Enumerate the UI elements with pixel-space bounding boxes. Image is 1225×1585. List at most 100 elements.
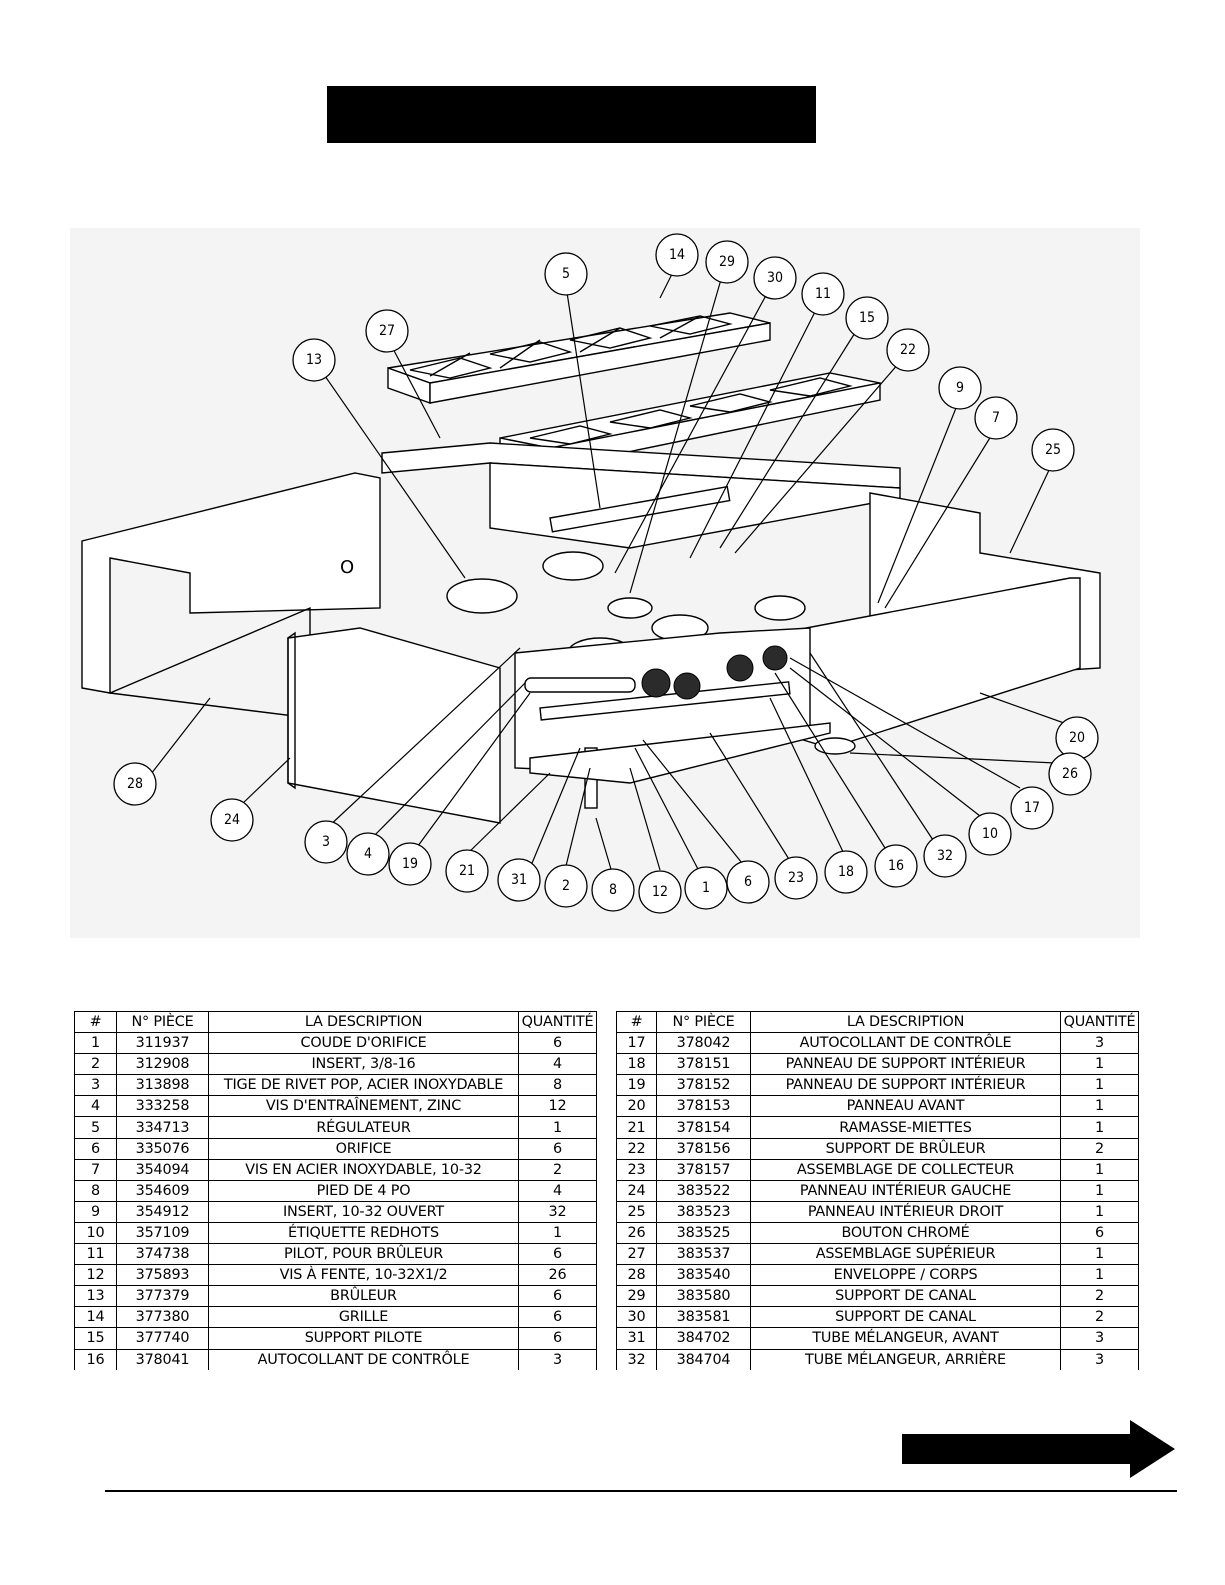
cell-number: 25	[616, 1200, 657, 1223]
cell-part-number: 378042	[656, 1032, 751, 1054]
callout-21: 21	[445, 849, 489, 893]
cell-part-number: 334713	[116, 1116, 209, 1139]
cell-quantity: 32	[518, 1200, 597, 1223]
cell-number: 1	[74, 1032, 117, 1054]
exploded-diagram-svg: O	[70, 228, 1140, 938]
cell-quantity: 1	[1060, 1200, 1139, 1223]
cell-quantity: 4	[518, 1179, 597, 1202]
header-number: #	[616, 1010, 657, 1034]
callout-28: 28	[113, 762, 157, 806]
cell-description: VIS EN ACIER INOXYDABLE, 10-32	[208, 1158, 519, 1181]
cell-quantity: 3	[1060, 1327, 1139, 1349]
cell-quantity: 3	[518, 1348, 597, 1370]
callout-4: 4	[346, 832, 390, 876]
header-quantity: QUANTITÉ	[518, 1010, 597, 1034]
cell-part-number: 375893	[116, 1264, 209, 1286]
cell-quantity: 6	[1060, 1221, 1139, 1244]
callout-label: 19	[402, 856, 418, 872]
header-part-number: N° PIÈCE	[656, 1010, 751, 1034]
manifold-assembly	[514, 627, 856, 809]
cell-number: 18	[616, 1053, 657, 1075]
cell-number: 8	[74, 1179, 117, 1202]
cell-part-number: 384702	[656, 1327, 751, 1349]
cell-description: RÉGULATEUR	[208, 1116, 519, 1139]
cell-part-number: 377379	[116, 1285, 209, 1307]
cell-part-number: 354609	[116, 1179, 209, 1202]
callout-label: 26	[1062, 766, 1078, 782]
cell-number: 16	[74, 1348, 117, 1370]
cell-description: BOUTON CHROMÉ	[750, 1221, 1061, 1244]
callout-17: 17	[1010, 786, 1054, 830]
cell-part-number: 383540	[656, 1264, 751, 1286]
callout-25: 25	[1031, 428, 1075, 472]
next-page-arrow-icon[interactable]	[902, 1420, 1176, 1484]
exploded-diagram: O	[70, 228, 1140, 938]
cell-part-number: 378151	[656, 1053, 751, 1075]
cell-number: 24	[616, 1179, 657, 1202]
callout-10: 10	[968, 812, 1012, 856]
callout-label: 31	[511, 872, 527, 888]
cell-quantity: 6	[518, 1137, 597, 1160]
callout-2: 2	[544, 864, 588, 908]
callout-26: 26	[1048, 752, 1092, 796]
callout-label: 21	[459, 863, 475, 879]
cell-quantity: 6	[518, 1243, 597, 1265]
cell-number: 4	[74, 1095, 117, 1117]
callout-label: 15	[859, 310, 875, 326]
callout-group: 1234567891011121314151617181920212223242…	[113, 233, 1099, 914]
header-description: LA DESCRIPTION	[208, 1010, 519, 1034]
callout-1: 1	[684, 866, 728, 910]
callout-label: 12	[652, 884, 668, 900]
cell-number: 12	[74, 1264, 117, 1286]
cell-number: 19	[616, 1074, 657, 1096]
cell-quantity: 3	[1060, 1032, 1139, 1054]
callout-label: 18	[838, 864, 854, 880]
cell-number: 15	[74, 1327, 117, 1349]
cell-quantity: 1	[1060, 1264, 1139, 1286]
cell-number: 13	[74, 1285, 117, 1307]
footer-rule	[105, 1490, 1177, 1492]
callout-18: 18	[824, 850, 868, 894]
callout-label: 10	[982, 826, 998, 842]
left-inner-panel	[287, 627, 501, 824]
cell-number: 7	[74, 1158, 117, 1181]
cell-quantity: 2	[1060, 1285, 1139, 1307]
callout-9: 9	[938, 366, 982, 410]
cell-part-number: 377380	[116, 1306, 209, 1328]
callout-3: 3	[304, 820, 348, 864]
callout-label: 23	[788, 870, 804, 886]
callout-5: 5	[544, 252, 588, 296]
cell-description: COUDE D'ORIFICE	[208, 1032, 519, 1054]
header-description: LA DESCRIPTION	[750, 1010, 1061, 1034]
callout-24: 24	[210, 798, 254, 842]
callout-31: 31	[497, 858, 541, 902]
callout-label: 16	[888, 858, 904, 874]
cell-quantity: 3	[1060, 1348, 1139, 1370]
header-part-number: N° PIÈCE	[116, 1010, 209, 1034]
cell-number: 21	[616, 1116, 657, 1139]
cell-quantity: 8	[518, 1074, 597, 1096]
cell-description: INSERT, 10-32 OUVERT	[208, 1200, 519, 1223]
cell-number: 22	[616, 1137, 657, 1160]
leader-lines	[143, 267, 1079, 877]
cell-number: 10	[74, 1221, 117, 1244]
cell-part-number: 311937	[116, 1032, 209, 1054]
cell-description: TIGE DE RIVET POP, ACIER INOXYDABLE	[208, 1074, 519, 1096]
